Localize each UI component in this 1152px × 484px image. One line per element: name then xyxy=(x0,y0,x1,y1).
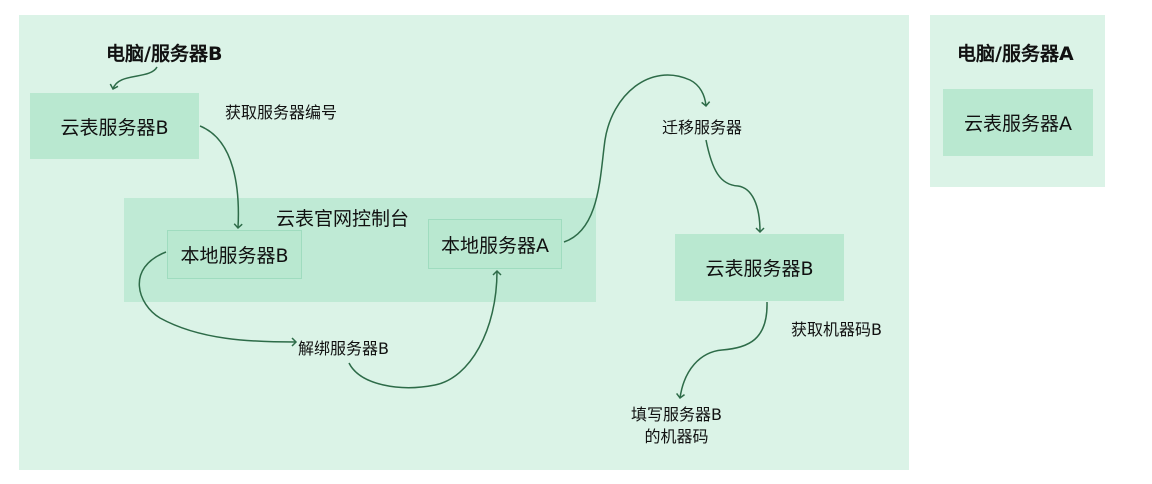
node-cloud-server-a: 云表服务器A xyxy=(943,89,1093,156)
label-fill-machine-code: 填写服务器B 的机器码 xyxy=(631,404,722,448)
edge-cloud-b-to-fill xyxy=(676,301,768,400)
label-fill-machine-code-line1: 填写服务器B xyxy=(631,405,722,424)
edge-title-to-cloud-b xyxy=(109,66,158,91)
label-fill-machine-code-line2: 的机器码 xyxy=(644,427,709,446)
edge-migrate-to-cloud-b xyxy=(705,139,765,234)
node-local-server-b: 本地服务器B xyxy=(167,230,302,279)
label-get-machine-code-b: 获取机器码B xyxy=(791,320,882,339)
edge-unbind-to-local-a xyxy=(348,269,502,389)
console-label: 云表官网控制台 xyxy=(276,208,410,230)
node-cloud-server-b-right: 云表服务器B xyxy=(675,234,844,301)
edge-local-a-to-migrate xyxy=(563,74,711,243)
panel-title-server-b: 电脑/服务器B xyxy=(106,43,223,65)
label-get-server-number: 获取服务器编号 xyxy=(225,103,338,122)
edge-cloud-b-to-local-b xyxy=(199,125,243,230)
panel-title-server-a: 电脑/服务器A xyxy=(957,43,1074,65)
label-unbind-server-b: 解绑服务器B xyxy=(298,339,389,358)
node-local-server-a: 本地服务器A xyxy=(428,219,562,269)
edge-local-b-to-unbind xyxy=(138,251,298,347)
node-cloud-server-b-top: 云表服务器B xyxy=(30,93,199,159)
label-migrate-server: 迁移服务器 xyxy=(662,118,743,137)
